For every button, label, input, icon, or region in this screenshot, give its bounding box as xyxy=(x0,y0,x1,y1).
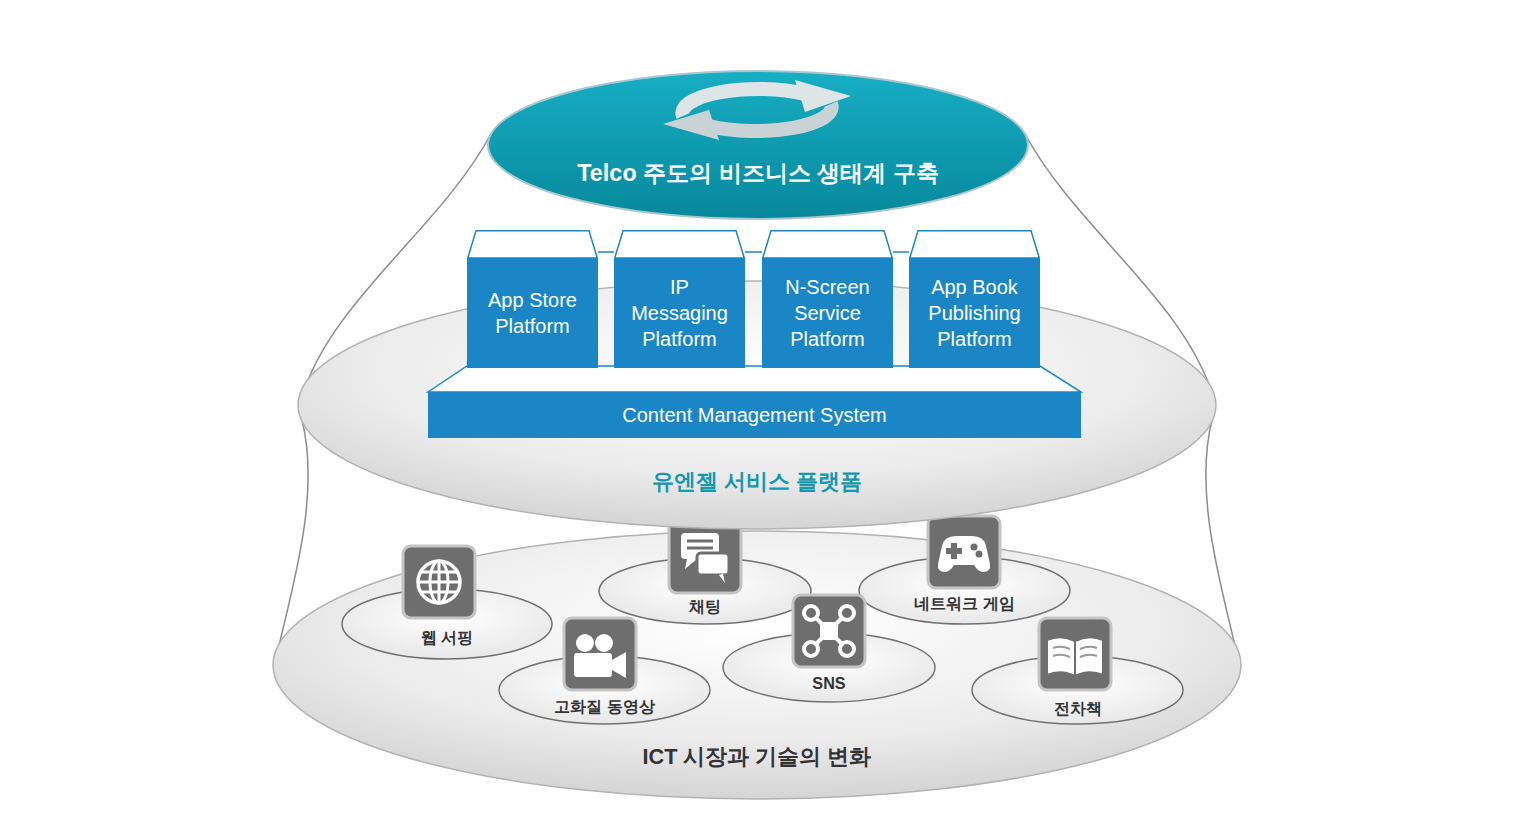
node-label: ICT 시장과 기술의 변화 xyxy=(272,742,1242,772)
shape-part xyxy=(576,634,594,652)
node-label: Telco 주도의 비즈니스 생태계 구축 xyxy=(487,157,1029,189)
shape-part xyxy=(910,231,1040,258)
shape-part xyxy=(976,551,983,558)
shape-part xyxy=(840,642,854,656)
shape-part xyxy=(685,559,697,569)
cycle-arrows-icon xyxy=(663,80,851,140)
node-label: 유엔젤 서비스 플랫폼 xyxy=(297,467,1217,497)
node-label: 전차책 xyxy=(971,696,1184,720)
shape-part xyxy=(946,548,962,554)
service-node: 네트워크 게임 xyxy=(858,556,1071,625)
shape-part xyxy=(971,544,978,551)
shape-part xyxy=(820,622,838,640)
ecosystem-ellipse xyxy=(487,70,1029,220)
globe-icon xyxy=(401,544,477,620)
shape-part xyxy=(1047,637,1075,676)
platform-box: App Store Platform xyxy=(467,258,598,368)
box-top-face xyxy=(467,230,598,258)
shape-part xyxy=(298,281,1216,529)
shape-part xyxy=(938,536,990,572)
shape-part xyxy=(719,574,725,583)
node-label: IP Messaging Platform xyxy=(624,274,735,352)
cms-bar: Content Management System xyxy=(428,392,1081,438)
ecosystem-node: Telco 주도의 비즈니스 생태계 구축 xyxy=(487,70,1029,220)
service-node: 전차책 xyxy=(971,655,1184,725)
shape-part xyxy=(663,110,719,140)
node-label: N-Screen Service Platform xyxy=(772,274,883,352)
chat-icon xyxy=(667,519,743,595)
shape-part xyxy=(669,521,741,593)
shape-part xyxy=(564,618,636,690)
video-icon xyxy=(562,616,638,692)
shape-part xyxy=(403,546,475,618)
shape-part xyxy=(804,642,818,656)
shape-part xyxy=(697,553,729,575)
shape-part xyxy=(1075,637,1103,676)
shape-part xyxy=(793,595,865,667)
shape-part xyxy=(574,653,612,677)
shape-part xyxy=(795,80,851,112)
shape-part xyxy=(615,231,745,258)
market-node: ICT 시장과 기술의 변화 채팅 네트워크 게임웹 서핑 SNS 고화질 동영상 전차책 xyxy=(272,530,1242,800)
node-label: 웹 서핑 xyxy=(341,625,553,649)
shape-part xyxy=(273,531,1241,799)
shape-part xyxy=(763,231,893,258)
platform-box: App Book Publishing Platform xyxy=(909,258,1040,368)
service-node: 웹 서핑 xyxy=(341,588,553,660)
node-label: App Store Platform xyxy=(477,287,588,339)
platform-box: IP Messaging Platform xyxy=(614,258,745,368)
book-icon xyxy=(1037,616,1113,692)
box-top-face xyxy=(614,230,745,258)
node-label: SNS xyxy=(722,671,936,695)
shape-part xyxy=(928,516,1000,588)
shape-part xyxy=(418,561,460,603)
service-node: 고화질 동영상 xyxy=(498,655,711,725)
game-icon xyxy=(926,514,1002,590)
box-top-face xyxy=(762,230,893,258)
shape-part xyxy=(709,104,832,131)
shape-part xyxy=(468,231,598,258)
node-label: Content Management System xyxy=(622,402,887,428)
service-node: 채팅 xyxy=(598,557,812,625)
platform-box: N-Screen Service Platform xyxy=(762,258,893,368)
shape-part xyxy=(612,652,626,678)
shape-part xyxy=(804,606,818,620)
shape-part xyxy=(1053,647,1097,657)
node-label: App Book Publishing Platform xyxy=(919,274,1030,352)
shape-part xyxy=(595,634,613,652)
shape-part xyxy=(1039,618,1111,690)
platform-stage xyxy=(428,366,1081,392)
shape-part xyxy=(682,89,805,116)
service-node: SNS xyxy=(722,632,936,703)
node-label: 채팅 xyxy=(598,594,812,618)
shape-part xyxy=(418,561,460,603)
box-top-face xyxy=(909,230,1040,258)
sns-icon xyxy=(791,593,867,669)
node-label: 고화질 동영상 xyxy=(498,694,711,718)
shape-part xyxy=(687,541,713,548)
shape-part xyxy=(840,606,854,620)
node-label: 네트워크 게임 xyxy=(858,591,1071,615)
platform-node: 유엔젤 서비스 플랫폼App Store PlatformIP Messagin… xyxy=(297,280,1217,530)
shape-part xyxy=(488,71,1028,219)
